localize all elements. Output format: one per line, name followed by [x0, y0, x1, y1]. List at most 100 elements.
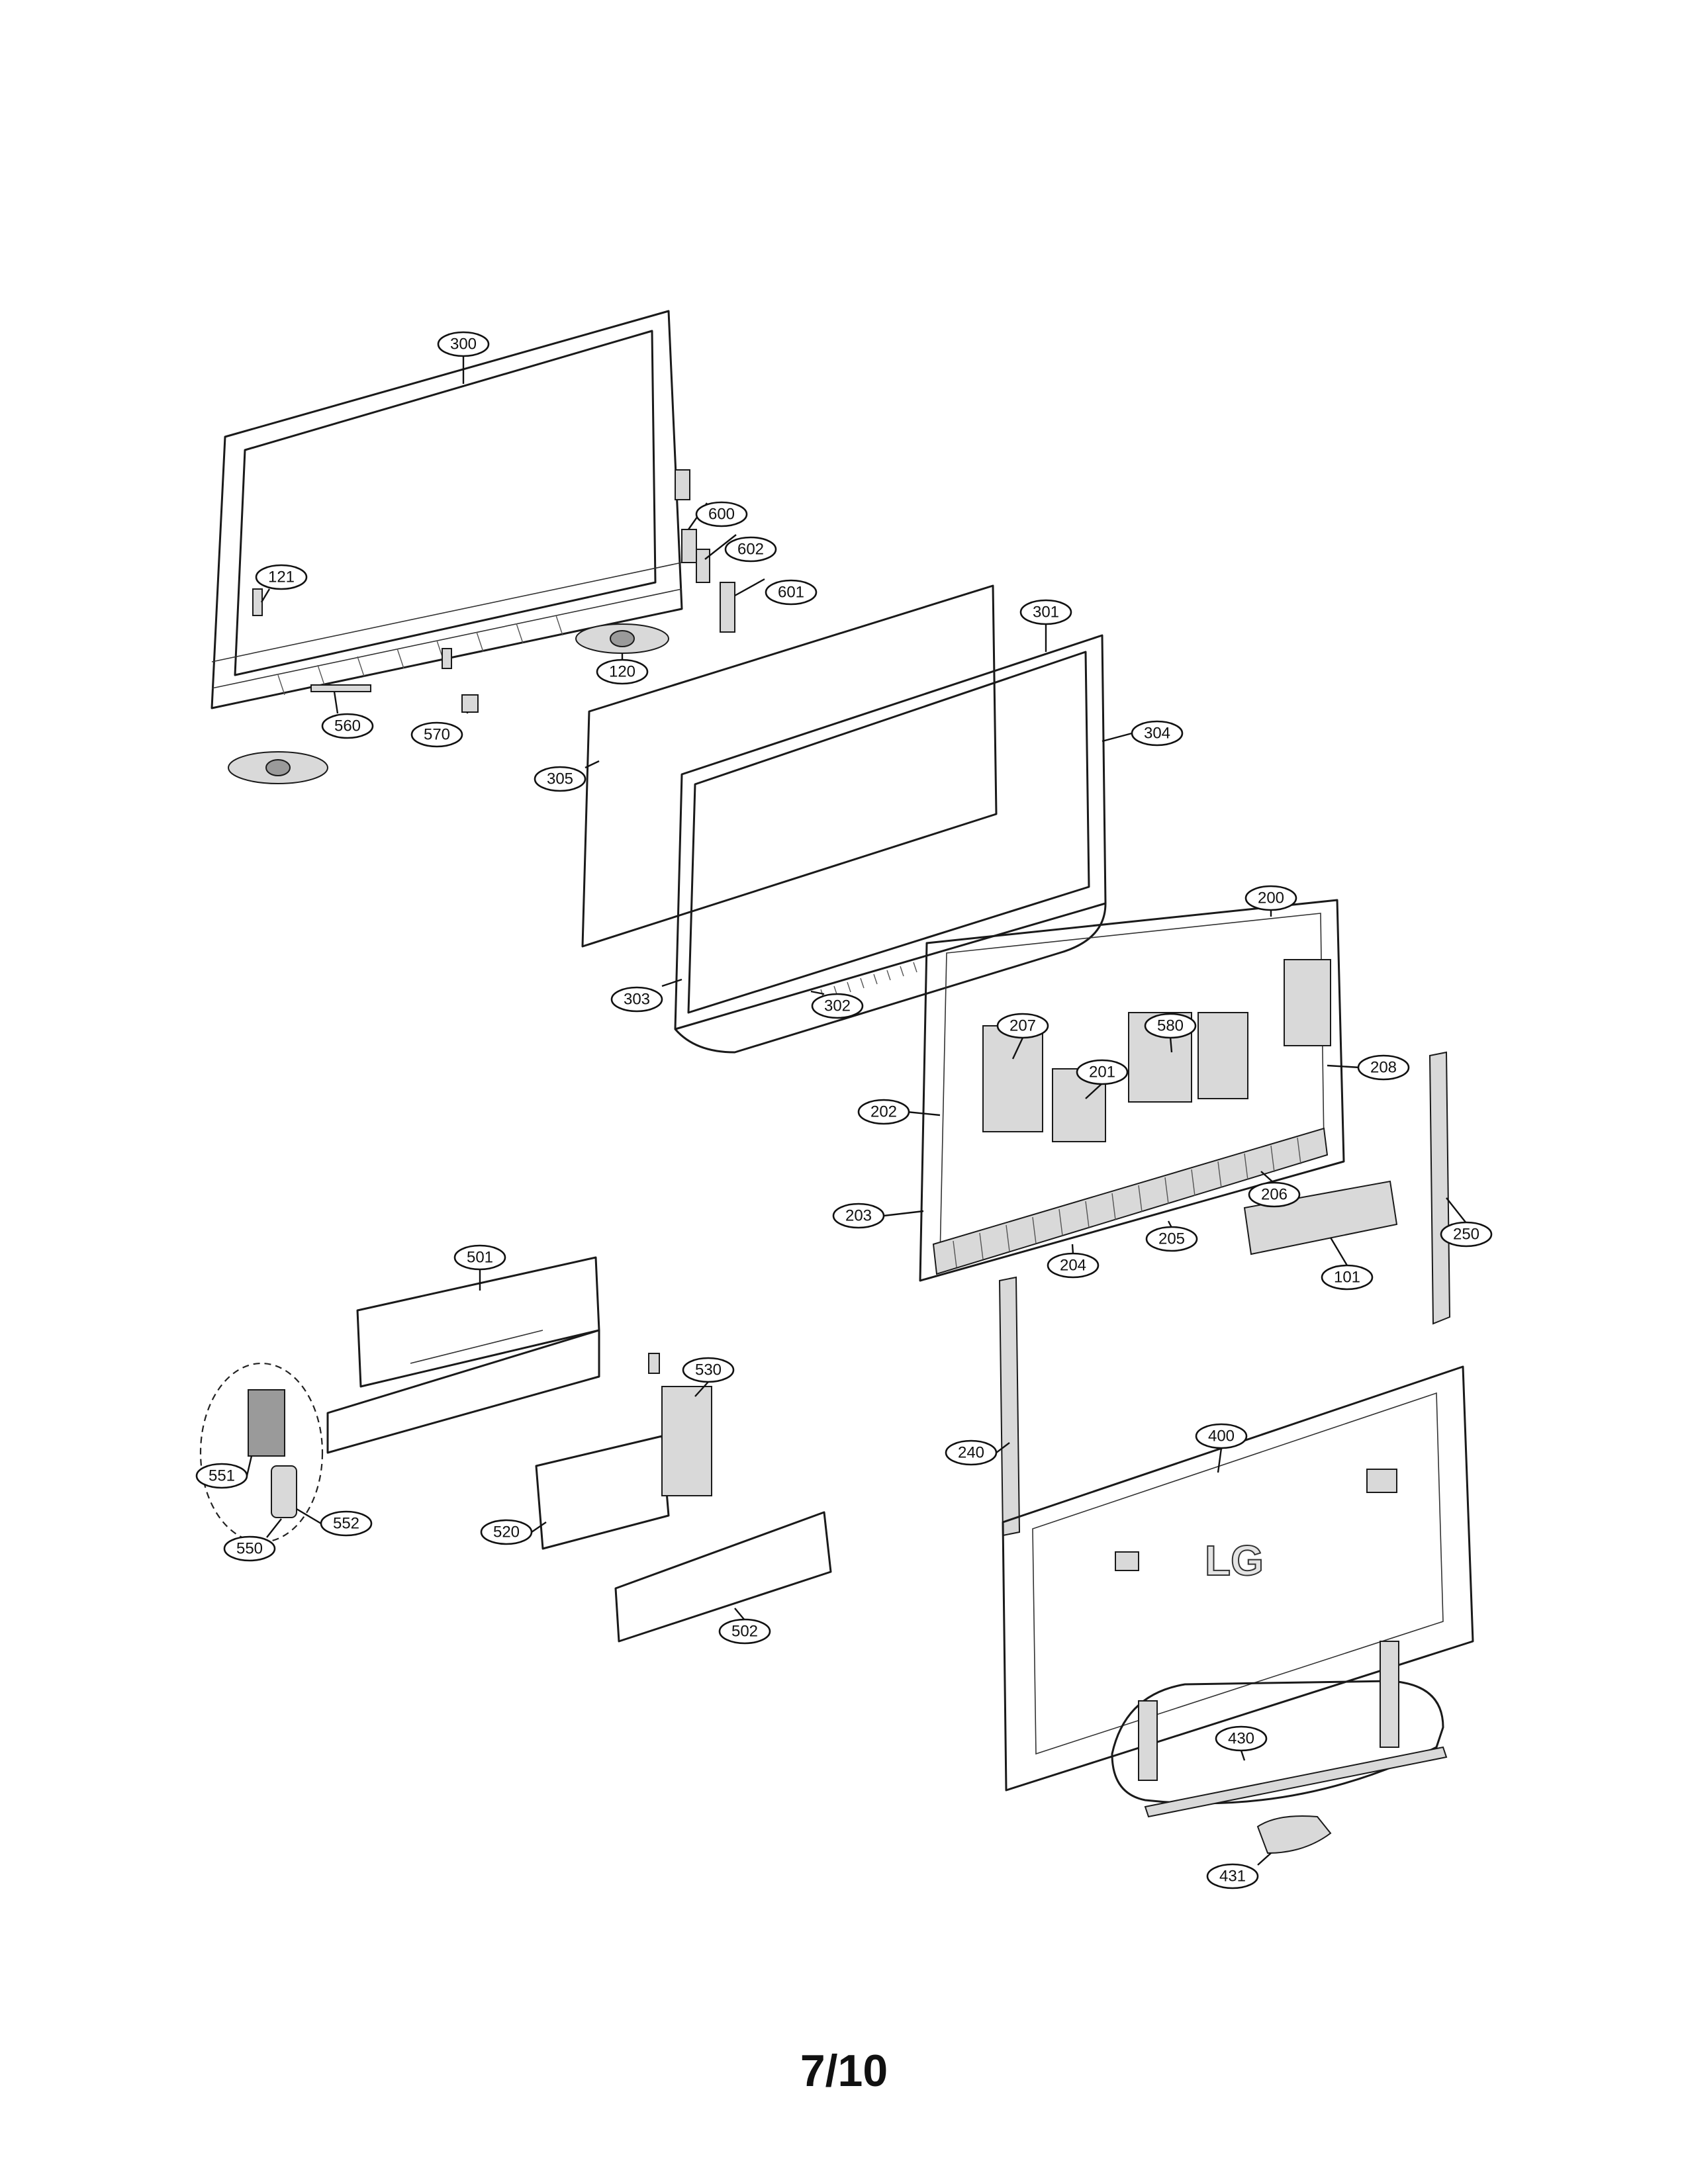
svg-text:551: 551: [209, 1467, 235, 1485]
callout-600: 600: [695, 501, 748, 527]
leader-lines: [246, 356, 1467, 1866]
svg-text:302: 302: [824, 997, 851, 1015]
callout-431: 431: [1206, 1863, 1259, 1889]
callout-552: 552: [320, 1510, 373, 1537]
bracket-602: [696, 549, 710, 583]
glass-filter-305: [581, 584, 998, 948]
svg-text:250: 250: [1453, 1226, 1479, 1244]
strip-560: [310, 684, 371, 692]
callout-305: 305: [534, 766, 586, 792]
svg-text:203: 203: [845, 1207, 872, 1225]
bracket-assembly-501: [326, 1256, 600, 1454]
svg-text:202: 202: [870, 1103, 897, 1121]
part-570: [461, 694, 479, 713]
svg-text:602: 602: [737, 541, 764, 559]
support-240: [998, 1276, 1021, 1537]
callout-400: 400: [1195, 1423, 1248, 1449]
main-board-520: [535, 1435, 670, 1550]
port-right: [1366, 1469, 1397, 1493]
svg-text:240: 240: [958, 1444, 984, 1462]
callout-201: 201: [1076, 1059, 1129, 1085]
callout-240: 240: [945, 1439, 998, 1466]
board-530: [661, 1386, 712, 1496]
callout-202: 202: [857, 1099, 910, 1125]
stand-430: [1111, 1641, 1448, 1818]
key-button-121: [252, 588, 263, 616]
svg-text:121: 121: [268, 569, 295, 586]
svg-text:201: 201: [1089, 1064, 1115, 1081]
board-502: [614, 1511, 832, 1643]
callout-250: 250: [1440, 1221, 1493, 1248]
svg-text:550: 550: [236, 1540, 263, 1558]
bracket-600: [681, 529, 697, 563]
svg-text:206: 206: [1261, 1186, 1288, 1204]
callout-203: 203: [832, 1203, 885, 1229]
svg-text:601: 601: [778, 584, 804, 602]
svg-text:570: 570: [424, 726, 450, 744]
part-551: [248, 1389, 285, 1457]
callout-502: 502: [718, 1618, 771, 1645]
callout-300: 300: [437, 331, 490, 357]
part-550: [271, 1465, 297, 1518]
callout-580: 580: [1144, 1013, 1197, 1039]
svg-text:305: 305: [547, 770, 573, 788]
callout-302: 302: [811, 993, 864, 1019]
callout-551: 551: [195, 1463, 248, 1489]
callout-550: 550: [223, 1535, 276, 1562]
callout-207: 207: [996, 1013, 1049, 1039]
brand-logo: LG: [1205, 1537, 1264, 1584]
callout-602: 602: [724, 536, 777, 563]
svg-text:600: 600: [708, 506, 735, 523]
callout-501: 501: [453, 1244, 506, 1271]
bracket-101: [1243, 1180, 1398, 1255]
board-580-b: [1197, 1012, 1248, 1099]
bracket-601: [720, 582, 735, 633]
svg-text:430: 430: [1228, 1730, 1254, 1748]
clip-570-a: [442, 648, 452, 669]
front-bezel-300: [211, 310, 683, 709]
callout-530: 530: [682, 1357, 735, 1383]
cover-431: [1256, 1815, 1332, 1854]
callout-520: 520: [480, 1519, 533, 1545]
heatsink-208: [1284, 959, 1331, 1046]
port-left: [1115, 1551, 1139, 1571]
callout-208: 208: [1357, 1054, 1410, 1081]
callout-304: 304: [1131, 720, 1184, 747]
speaker-left: [228, 751, 328, 784]
svg-text:301: 301: [1033, 604, 1059, 621]
svg-text:501: 501: [467, 1249, 493, 1267]
callout-101: 101: [1321, 1264, 1374, 1291]
svg-text:560: 560: [334, 717, 361, 735]
callout-570: 570: [410, 721, 463, 748]
bracket-600-top: [675, 469, 690, 500]
svg-text:101: 101: [1334, 1269, 1360, 1287]
callout-601: 601: [765, 579, 818, 606]
stand-post-left: [1138, 1700, 1158, 1781]
callout-205: 205: [1145, 1226, 1198, 1252]
svg-text:200: 200: [1258, 889, 1284, 907]
svg-text:205: 205: [1158, 1230, 1185, 1248]
svg-text:580: 580: [1157, 1017, 1184, 1035]
svg-text:204: 204: [1060, 1257, 1086, 1275]
clip-501: [648, 1353, 660, 1374]
stand-post-right: [1380, 1641, 1399, 1748]
svg-text:400: 400: [1208, 1428, 1235, 1445]
svg-text:530: 530: [695, 1361, 722, 1379]
svg-text:300: 300: [450, 336, 477, 353]
callout-206: 206: [1248, 1181, 1301, 1208]
svg-text:552: 552: [333, 1515, 359, 1533]
callout-204: 204: [1047, 1252, 1100, 1279]
speaker-120: [575, 623, 669, 654]
page-number: 7/10: [800, 2046, 888, 2096]
svg-text:431: 431: [1219, 1868, 1246, 1886]
svg-text:303: 303: [624, 991, 650, 1009]
back-cover-400: LG: [1002, 1365, 1474, 1792]
svg-text:520: 520: [493, 1524, 520, 1541]
callout-303: 303: [610, 986, 663, 1013]
callout-301: 301: [1019, 599, 1072, 625]
callout-560: 560: [321, 713, 374, 739]
callout-200: 200: [1244, 885, 1297, 911]
heatsink-207: [982, 1025, 1043, 1132]
svg-text:304: 304: [1144, 725, 1170, 743]
